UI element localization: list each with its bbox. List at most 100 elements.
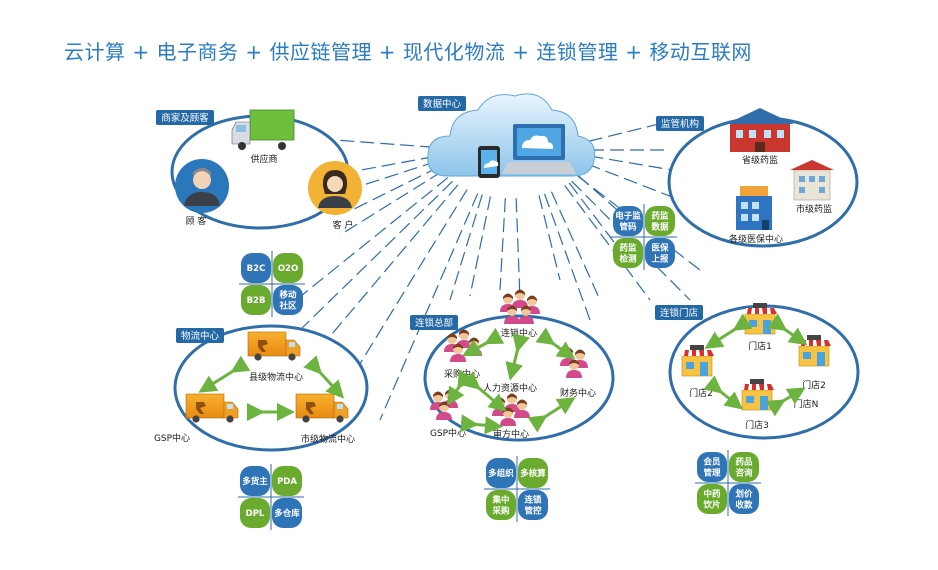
spoke-line-20 (589, 155, 673, 171)
stores-pill-label: 中药 (703, 489, 721, 500)
spoke-line-22 (588, 119, 676, 142)
spoke-line-25 (543, 193, 591, 321)
logistics-tag-label: 物流中心 (181, 330, 220, 342)
headquarters-pill-1 (518, 458, 548, 488)
merchants-tag (156, 110, 214, 125)
hq-gsp-label: GSP中心 (430, 427, 466, 439)
stores-group: 连锁门店 门店1 门店2 门店2 门店3 门店N (655, 302, 860, 440)
city-logistics-label: 市级物流中心 (301, 433, 355, 445)
stores-tag-label: 连锁门店 (660, 307, 698, 319)
store-1-label: 门店1 (748, 340, 772, 352)
supplier-label: 供应商 (250, 153, 277, 165)
insurance-building-icon (736, 186, 772, 230)
province-label: 省级药监 (742, 154, 778, 166)
store-2a-label: 门店2 (689, 387, 713, 399)
spoke-line-7 (309, 184, 459, 361)
ecommerce-pill-label: O2O (278, 264, 298, 274)
headquarters-tag (410, 315, 458, 330)
headquarters-pill-label: 管控 (524, 506, 542, 517)
merchants-group: 商家及顾客 供应商 顾 客 客 户 (156, 109, 362, 231)
regulator-group: 监管机构 省级药监 市级药监 (656, 108, 859, 248)
logistics-pill-1 (272, 466, 302, 496)
regulator-pill-label: 电子监 (615, 211, 641, 222)
spoke-line-4 (339, 170, 443, 236)
spoke-line-12 (499, 198, 506, 291)
data-center-tag (418, 96, 466, 111)
spoke-line-14 (538, 195, 561, 281)
headquarters-pill-label: 集中 (491, 495, 509, 506)
recipe-center-label: 审方中心 (493, 428, 529, 440)
stores-pill-label: 药品 (735, 457, 753, 468)
headquarters-tag-label: 连锁总部 (415, 317, 453, 329)
page-title: 云计算 + 电子商务 + 供应链管理 + 现代化物流 + 连锁管理 + 移动互联… (64, 40, 752, 64)
insurance-label: 各级医保中心 (729, 233, 783, 245)
finance-center-label: 财务中心 (560, 387, 596, 399)
gsp-logistics-label: GSP中心 (154, 432, 190, 444)
logistics-pill-2 (240, 498, 270, 528)
ecommerce-pill-1 (273, 253, 303, 283)
stores-pill-0 (697, 452, 727, 482)
stores-pill-2 (697, 484, 727, 514)
regulator-pill-label: 管码 (619, 222, 637, 233)
spoke-line-0 (349, 155, 435, 173)
ecommerce-pill-label: B2B (247, 296, 266, 306)
headquarters-pill-label: 采购 (491, 506, 510, 517)
spoke-line-24 (568, 182, 621, 251)
merchants-tag-label: 商家及顾客 (161, 112, 209, 124)
data-center-cloud (427, 93, 596, 178)
headquarters-pill-3 (518, 490, 548, 520)
customer-right-label: 客 户 (333, 219, 354, 231)
ecommerce-pill-2 (241, 285, 271, 315)
stores-pill-1 (729, 452, 759, 482)
spoke-line-3 (334, 139, 435, 148)
stores-pill-label: 管理 (703, 468, 721, 479)
regulator-pill-label: 药监 (651, 211, 669, 222)
spoke-line-11 (469, 196, 492, 297)
stores-pill-label: 会员 (702, 457, 721, 468)
regulator-tag-label: 监管机构 (661, 118, 699, 130)
spoke-line-13 (515, 198, 521, 301)
regulator-pill-2 (613, 238, 643, 268)
headquarters-pill-cluster: 多组织多核算集中采购连锁管控 (484, 456, 550, 522)
ecommerce-pill-3 (273, 285, 303, 315)
supplier-truck-icon (231, 109, 295, 150)
spoke-line-2 (351, 166, 440, 211)
stores-pill-3 (729, 484, 759, 514)
data-center-label: 数据中心 (423, 98, 462, 110)
hr-center-label: 人力资源中心 (483, 382, 537, 394)
province-building-icon (726, 108, 794, 152)
stores-tag (655, 305, 703, 320)
customer-male-icon (175, 159, 229, 213)
ecommerce-pill-0 (241, 253, 271, 283)
regulator-pill-label: 数据 (651, 222, 669, 233)
purchase-center-label: 采购中心 (444, 368, 480, 380)
spoke-line-19 (586, 163, 681, 201)
logistics-pill-label: 多仓库 (274, 508, 300, 519)
store-2b-label: 门店2 (802, 379, 826, 391)
city-building-icon (790, 160, 834, 201)
spoke-line-18 (577, 175, 701, 271)
regulator-pill-label: 药监 (619, 243, 637, 254)
logistics-group: 物流中心 县级物流中心 GSP中心 市级物流中心 (154, 324, 369, 452)
headquarters-pill-2 (486, 490, 516, 520)
regulator-tag (656, 116, 704, 131)
spoke-line-16 (564, 185, 651, 301)
regulator-pill-label: 医保 (651, 243, 669, 254)
ecommerce-pill-label: 移动 (279, 290, 297, 301)
logistics-pill-0 (240, 466, 270, 496)
stores-pill-label: 饮片 (702, 500, 720, 511)
headquarters-pill-label: 多组织 (488, 468, 514, 479)
regulator-pill-3 (645, 238, 675, 268)
headquarters-group: 连锁总部 连锁中心 采购中心 人力资源中心 财务中心 GSP中心 审方中心 (410, 289, 615, 442)
regulator-pill-label: 检测 (619, 254, 637, 265)
logistics-pill-label: PDA (277, 477, 297, 487)
city-regulator-label: 市级药监 (796, 203, 832, 215)
stores-pill-label: 划价 (735, 489, 753, 500)
store-n-label: 门店N (794, 398, 819, 410)
